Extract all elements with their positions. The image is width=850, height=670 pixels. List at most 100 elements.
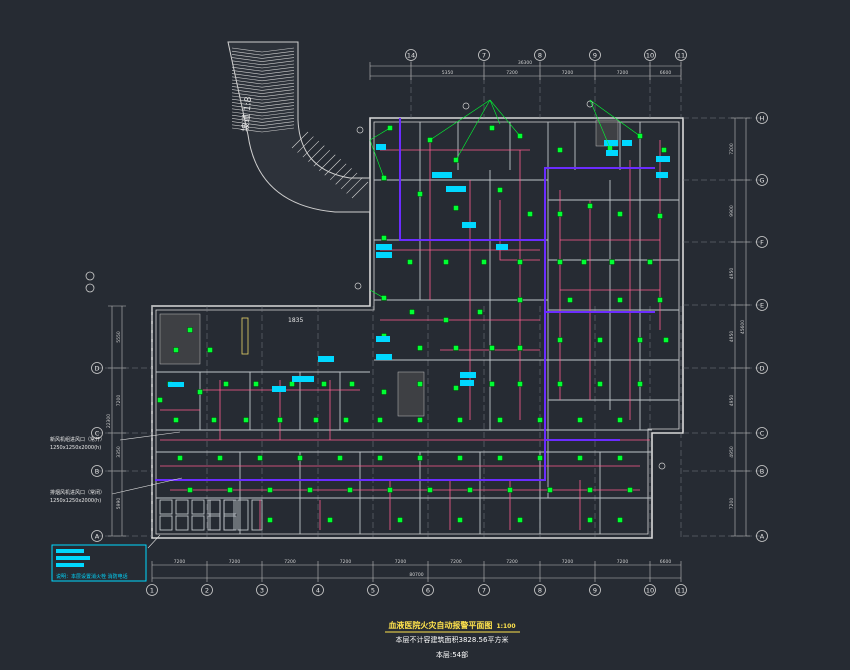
leader-circle [586,100,594,108]
ramp-drive [227,41,371,213]
grid-bubble-left: C [91,427,103,439]
grid-bubble-bottom: 10 [644,584,656,596]
leader-line [369,289,385,299]
grid-bubble-top: 7 [478,49,490,61]
grid-bubble-right: G [756,174,768,186]
grid-bubble-bottom: 4 [312,584,324,596]
svg-text:3: 3 [260,586,264,594]
grid-bubble-bottom: 5 [367,584,379,596]
alarm-cables [160,140,661,530]
grid-bubble-left: D [91,362,103,374]
leader-line [489,99,521,137]
svg-text:7: 7 [482,51,486,59]
leader-circle [356,126,364,134]
svg-text:G: G [759,176,764,184]
svg-text:10: 10 [646,586,654,594]
title-scale: 1:100 [496,623,515,630]
grid-bubble-bottom: 2 [201,584,213,596]
svg-text:9: 9 [593,51,597,59]
interior-walls [156,122,679,534]
dim-top-total: 36300 [518,60,532,66]
grid-bubble-right: A [756,530,768,542]
title-main: 血液医院火灾自动报警平面图 [388,620,492,630]
dim-right-segment: 4950 [729,446,735,458]
svg-text:11: 11 [677,51,685,59]
grid-bubble-top: 9 [589,49,601,61]
svg-text:4: 4 [316,586,320,594]
dim-left-segment: 5990 [116,498,122,510]
svg-text:1: 1 [150,586,154,594]
svg-text:9: 9 [593,586,597,594]
alarm-devices [157,125,669,523]
dim-bottom-segment: 7200 [617,559,629,565]
grid-bubble-right: B [756,465,768,477]
svg-text:B: B [760,467,764,475]
svg-text:C: C [95,429,100,437]
leader-line [455,99,491,161]
grid-bubble-top: 8 [534,49,546,61]
leader-line [429,99,491,141]
grid-bubble-bottom: 8 [534,584,546,596]
leader-circle [354,282,362,290]
callout-2-size: 1250x1250x2000(h) [50,498,101,504]
grid-bubble-bottom: 3 [256,584,268,596]
dim-left-segment: 5550 [116,331,122,343]
svg-text:10: 10 [646,51,654,59]
svg-text:6: 6 [426,586,430,594]
callouts [111,431,183,549]
dim-top-segment: 7200 [617,70,629,76]
dim-bottom-segment: 7200 [229,559,241,565]
dim-bottom-segment: 7200 [174,559,186,565]
leader-line [589,99,641,137]
callout-1-size: 1250x1250x2000(h) [50,445,101,451]
svg-text:D: D [759,364,764,372]
svg-text:11: 11 [677,586,685,594]
legend-box: 说明：本层设置消火栓 消防电话 [51,544,147,582]
room-a-label: 1835 [288,317,303,324]
leader-line [369,127,391,141]
svg-text:H: H [760,114,765,122]
grid-bubble-right: D [756,362,768,374]
grid-bubble-left: A [91,530,103,542]
building-outline [151,117,684,539]
leader-circle [658,462,666,470]
dim-bottom-segment: 7200 [395,559,407,565]
grid-bubble-bottom: 7 [478,584,490,596]
ramp-label: 坡道 1:8 [239,96,254,133]
grid-bubble-top: 11 [675,49,687,61]
dim-left-total: 22300 [106,414,112,428]
svg-text:8: 8 [538,51,542,59]
legend-note: 说明：本层设置消火栓 消防电话 [56,573,128,580]
drawing-title: 血液医院火灾自动报警平面图 1:100 [388,620,515,630]
svg-text:2: 2 [205,586,209,594]
grid-bubble-right: E [756,299,768,311]
grid-bubble-left: B [91,465,103,477]
dim-right-segment: 4950 [729,268,735,280]
grid-bubble-right: H [756,112,768,124]
grid-bubble-bottom: 1 [146,584,158,596]
room-labels [168,140,670,392]
svg-text:A: A [760,532,765,540]
grid-bubble-bottom: 11 [675,584,687,596]
dim-bottom-segment: 7200 [284,559,296,565]
hatch-areas [159,119,619,417]
alarm-bus [155,118,655,481]
svg-text:7: 7 [482,586,486,594]
dim-right-segment: 4950 [729,395,735,407]
grid-bubble-top: 14 [405,49,417,61]
svg-text:C: C [760,429,765,437]
grid-bubble-bottom: 9 [589,584,601,596]
dim-bottom-segment: 7200 [506,559,518,565]
area-note: 本层不计容建筑面积3828.56平方米 [396,635,509,644]
stair-box [241,317,249,355]
svg-text:5: 5 [371,586,375,594]
svg-text:14: 14 [407,51,415,59]
dim-left-segment: 7200 [116,395,122,407]
marker-circle [85,271,95,281]
dim-bottom-segment: 7200 [450,559,462,565]
svg-text:B: B [95,467,99,475]
count-note: 本层:54部 [436,650,468,659]
dim-right-segment: 7200 [729,143,735,155]
grid-bubble-right: F [756,236,768,248]
